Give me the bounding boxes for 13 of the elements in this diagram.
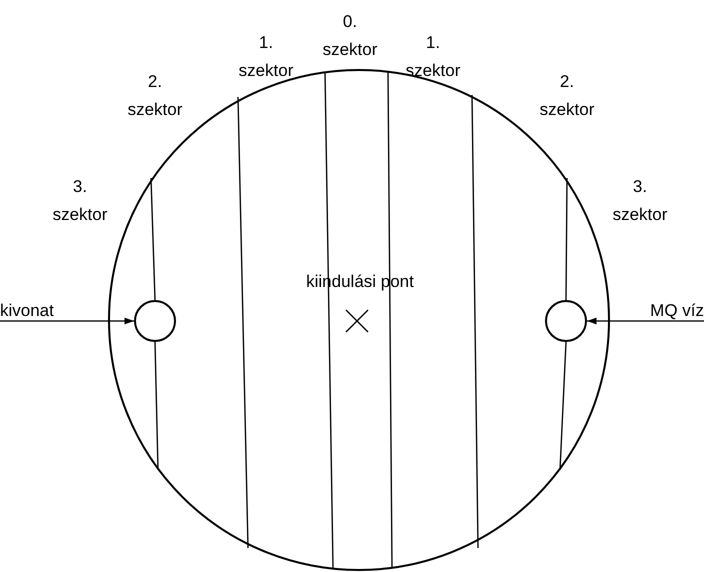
arrow: [587, 318, 704, 324]
sample-well: [134, 300, 176, 342]
arrow: [0, 318, 134, 324]
sector-label: 3. szektor: [52, 176, 108, 226]
sample-well: [545, 300, 587, 342]
inlet-label: MQ víz: [634, 300, 704, 322]
sector-label: 2. szektor: [126, 71, 184, 121]
sector-label: 2. szektor: [538, 71, 596, 121]
inlet-label: kivonat: [0, 300, 72, 322]
sector-label: 0. szektor: [322, 11, 378, 61]
sector-label: 3. szektor: [612, 176, 668, 226]
sector-label: 1. szektor: [404, 32, 462, 82]
sector-label: 1. szektor: [238, 32, 294, 82]
